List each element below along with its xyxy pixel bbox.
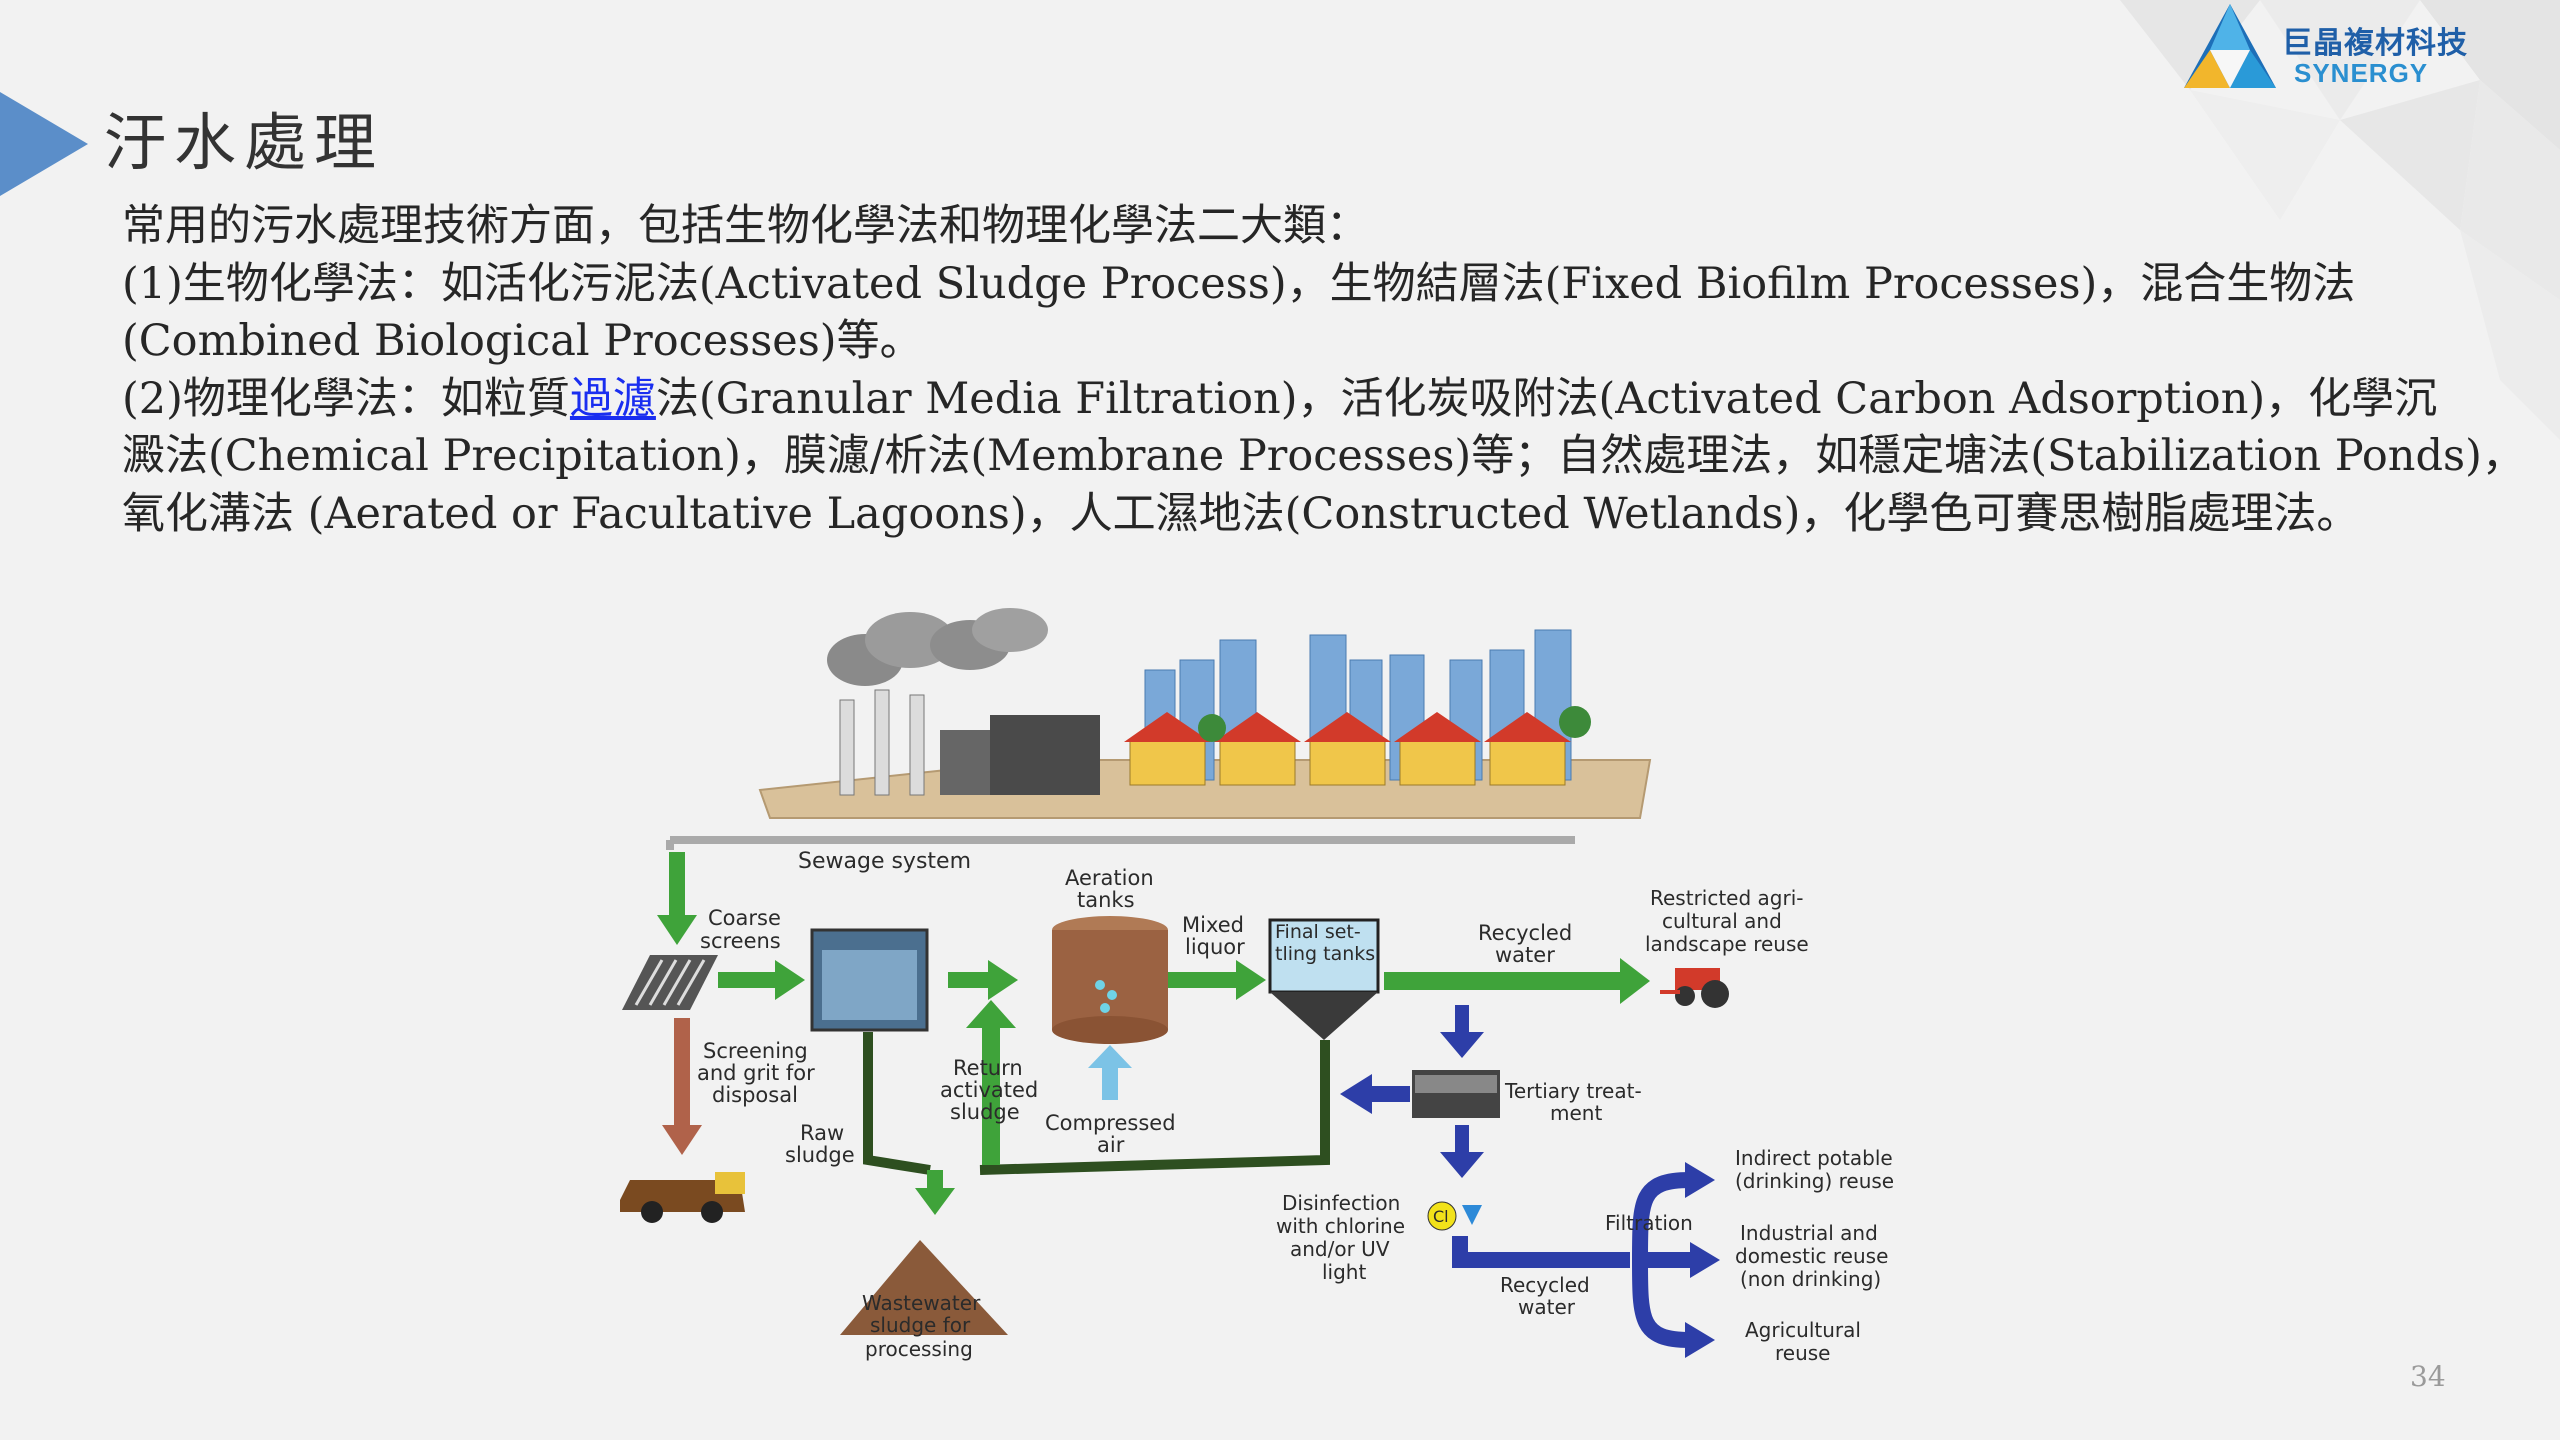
phys-chem-line-cont: 澱法(Chemical Precipitation)，膜濾/析法(Membran… — [122, 431, 2525, 481]
svg-text:and/or UV: and/or UV — [1290, 1237, 1390, 1261]
label-coarse-screens: Coarse — [708, 906, 781, 930]
filtration-link[interactable]: 過濾 — [569, 373, 656, 424]
natural-line: 氧化溝法 (Aerated or Facultative Lagoons)，人工… — [122, 488, 2360, 539]
label-tertiary: Tertiary treat- — [1504, 1079, 1642, 1103]
company-logo: 巨晶複材科技 SYNERGY — [2180, 0, 2480, 100]
label-filtration: Filtration — [1605, 1211, 1693, 1235]
aeration-tank-icon — [1052, 916, 1168, 1044]
svg-text:disposal: disposal — [712, 1083, 798, 1107]
svg-text:and grit for: and grit for — [697, 1061, 815, 1085]
factory-icon — [827, 608, 1100, 796]
svg-text:sludge: sludge — [950, 1100, 1020, 1124]
label-compressed-air: Compressed — [1045, 1111, 1176, 1135]
svg-text:activated: activated — [940, 1078, 1038, 1102]
svg-text:tling tanks: tling tanks — [1275, 943, 1375, 965]
primary-tank-icon — [810, 928, 929, 1032]
svg-text:with chlorine: with chlorine — [1276, 1214, 1405, 1238]
label-recycled-water-bottom: Recycled — [1500, 1273, 1590, 1297]
sludge-pile-icon — [840, 1240, 1008, 1335]
svg-text:liquor: liquor — [1185, 935, 1245, 959]
final-settling-tank-icon — [1268, 918, 1380, 1040]
label-aeration-tanks: Aeration — [1065, 866, 1154, 890]
label-final-settling: Final set- — [1275, 921, 1361, 943]
svg-text:water: water — [1518, 1295, 1576, 1319]
svg-text:screens: screens — [700, 929, 781, 953]
houses-icon — [1124, 706, 1591, 786]
tertiary-filter-icon — [1412, 1070, 1500, 1118]
phys-chem-prefix: (2)物理化學法：如粒質 — [122, 373, 570, 424]
svg-text:(drinking) reuse: (drinking) reuse — [1735, 1169, 1894, 1193]
label-wastewater-sludge: Wastewater — [862, 1291, 981, 1315]
page-number: 34 — [2410, 1360, 2446, 1393]
svg-text:domestic reuse: domestic reuse — [1735, 1244, 1888, 1268]
label-raw-sludge: Raw — [800, 1121, 844, 1145]
intro-line: 常用的污水處理技術方面，包括生物化學法和物理化學法二大類： — [122, 201, 1369, 251]
svg-text:water: water — [1495, 943, 1555, 967]
logo-name-cn: 巨晶複材科技 — [2282, 26, 2468, 61]
coarse-screen-icon — [622, 955, 718, 1010]
bio-chem-line-cont: (Combined Biological Processes)等。 — [122, 316, 923, 366]
wastewater-process-diagram: Sewage system Coarse screens Aeration ta… — [620, 608, 1894, 1365]
title-arrow-icon — [0, 92, 88, 196]
svg-text:light: light — [1322, 1260, 1366, 1284]
label-return-sludge: Return — [953, 1056, 1023, 1080]
svg-text:tanks: tanks — [1077, 888, 1135, 912]
phys-chem-line: (2)物理化學法：如粒質過濾法(Granular Media Filtratio… — [122, 371, 2437, 429]
chlorine-symbol: Cl — [1433, 1207, 1449, 1226]
phys-chem-suffix: 法(Granular Media Filtration)，活化炭吸附法(Acti… — [655, 373, 2438, 424]
logo-mark-icon — [2184, 4, 2276, 88]
svg-text:air: air — [1097, 1133, 1125, 1157]
slide-body: 常用的污水處理技術方面，包括生物化學法和物理化學法二大類： (1)生物化學法：如… — [122, 198, 2525, 543]
slide-title: 汙水處理 — [104, 106, 385, 179]
svg-text:cultural and: cultural and — [1662, 909, 1782, 933]
label-sewage-system: Sewage system — [798, 849, 971, 874]
svg-text:(non drinking): (non drinking) — [1740, 1267, 1881, 1291]
svg-text:processing: processing — [865, 1337, 973, 1361]
svg-text:reuse: reuse — [1775, 1341, 1831, 1365]
dump-truck-icon — [620, 1172, 745, 1223]
svg-text:sludge for: sludge for — [870, 1313, 971, 1337]
label-restricted-reuse: Restricted agri- — [1650, 886, 1804, 910]
svg-text:sludge: sludge — [785, 1143, 855, 1167]
label-mixed-liquor: Mixed — [1182, 913, 1244, 937]
svg-text:landscape reuse: landscape reuse — [1645, 932, 1809, 956]
bio-chem-line: (1)生物化學法：如活化污泥法(Activated Sludge Process… — [122, 258, 2356, 309]
label-disinfection: Disinfection — [1282, 1191, 1400, 1215]
label-industrial: Industrial and — [1740, 1221, 1878, 1245]
label-agricultural: Agricultural — [1745, 1318, 1861, 1342]
label-recycled-water-top: Recycled — [1478, 921, 1572, 945]
label-indirect-potable: Indirect potable — [1735, 1146, 1893, 1170]
logo-name-en: SYNERGY — [2294, 58, 2429, 88]
svg-text:ment: ment — [1550, 1101, 1602, 1125]
tractor-icon — [1660, 968, 1729, 1008]
background-facets — [2120, 0, 2560, 440]
label-screening-grit: Screening — [703, 1039, 808, 1063]
